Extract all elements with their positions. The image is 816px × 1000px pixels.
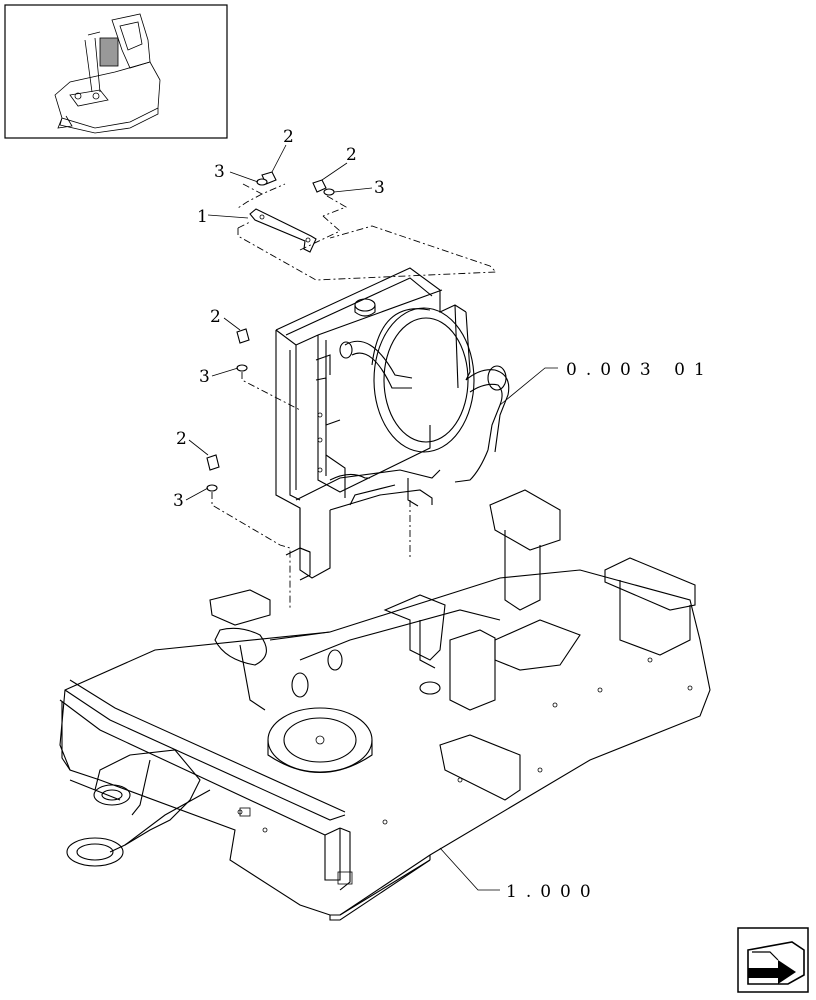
bracket-assembly (237, 171, 498, 281)
upper-frame-chassis (59, 489, 711, 921)
callout-3-top-left: 3 (214, 162, 225, 182)
callout-2-low: 2 (176, 429, 187, 449)
bracket-part-1 (249, 208, 317, 253)
callout-3-low: 3 (173, 491, 184, 511)
machine-location-thumbnail-icon[interactable] (4, 4, 228, 139)
next-page-arrow-icon[interactable] (737, 927, 809, 993)
reference-label-radiator: 0.003 01 (566, 360, 714, 380)
leader-lines (185, 144, 558, 891)
callout-1: 1 (197, 207, 208, 227)
callout-3-mid: 3 (199, 367, 210, 387)
callout-2-mid: 2 (210, 307, 221, 327)
reference-label-frame: 1.000 (506, 882, 600, 902)
bolt-part-2-mid (236, 328, 250, 344)
callout-2-top-left: 2 (283, 127, 294, 147)
bolt-part-2-low (206, 454, 220, 471)
bolt-part-2-top-right (312, 179, 327, 193)
radiator-cooler-unit (206, 267, 510, 608)
callout-3-top-right: 3 (374, 178, 385, 198)
callout-2-top-right: 2 (346, 145, 357, 165)
